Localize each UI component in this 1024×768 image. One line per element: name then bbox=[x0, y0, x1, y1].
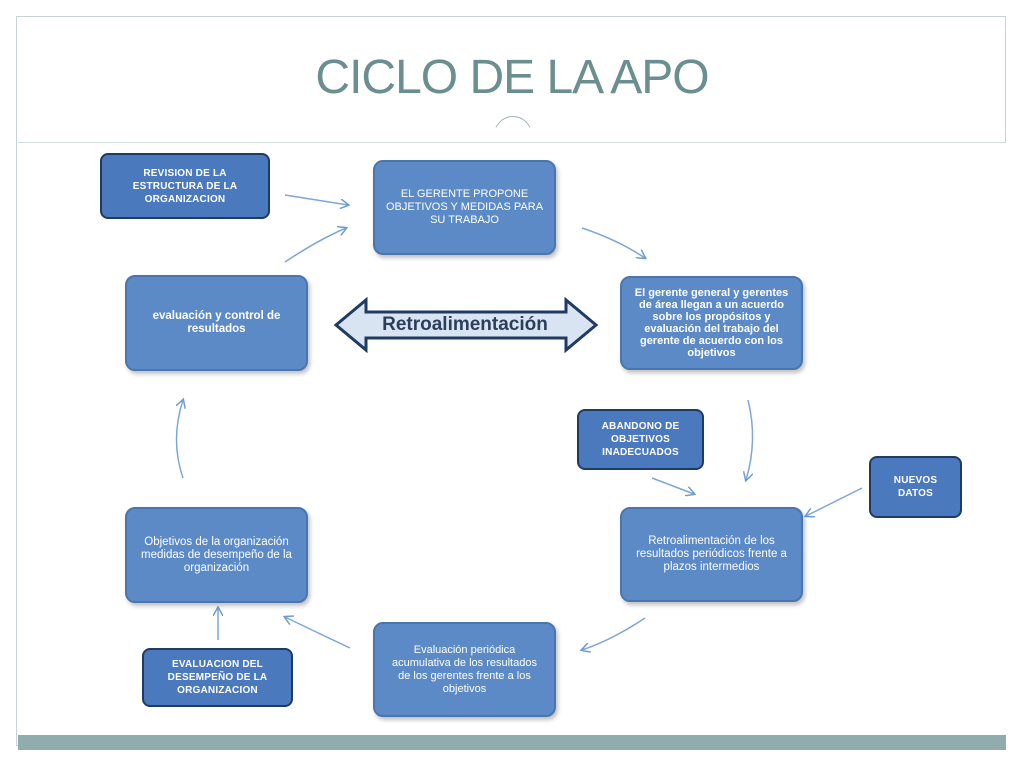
connector-acuerdo-to-retro bbox=[746, 399, 754, 480]
node-evaluacion-periodica: Evaluación periódica acumulativa de los … bbox=[373, 622, 556, 717]
node-nuevos-datos: NUEVOS DATOS bbox=[869, 456, 962, 518]
connector-abandono-to-retro bbox=[651, 477, 694, 494]
node-label: Retroalimentación de los resultados peri… bbox=[636, 535, 787, 573]
feedback-label: Retroalimentación bbox=[382, 314, 548, 335]
node-label: Evaluación periódica acumulativa de los … bbox=[392, 643, 537, 695]
connector-evaluacion-to-propone bbox=[284, 228, 346, 263]
connector-propone-to-acuerdo bbox=[581, 227, 645, 258]
feedback-double-arrow bbox=[333, 296, 599, 354]
node-label: El gerente general y gerentes de área ll… bbox=[634, 287, 789, 359]
node-label: evaluación y control de resultados bbox=[152, 310, 281, 335]
node-label: EL GERENTE PROPONE OBJETIVOS Y MEDIDAS P… bbox=[385, 188, 544, 226]
connector-objetivos-to-evaluacion bbox=[177, 400, 184, 479]
node-evaluacion-control: evaluación y control de resultados bbox=[125, 275, 308, 371]
node-evaluacion-desempeno: EVALUACION DEL DESEMPEÑO DE LA ORGANIZAC… bbox=[142, 648, 293, 707]
node-retroalimentacion-resultados: Retroalimentación de los resultados peri… bbox=[620, 507, 803, 602]
title-divider bbox=[18, 142, 1006, 143]
node-acuerdo-gerentes: El gerente general y gerentes de área ll… bbox=[620, 276, 803, 370]
node-revision-estructura: REVISION DE LA ESTRUCTURA DE LA ORGANIZA… bbox=[100, 153, 270, 219]
bottom-accent-bar bbox=[18, 735, 1006, 750]
node-abandono-objetivos: ABANDONO DE OBJETIVOS INADECUADOS bbox=[577, 409, 704, 470]
node-label: ABANDONO DE OBJETIVOS INADECUADOS bbox=[601, 421, 680, 458]
node-label: NUEVOS DATOS bbox=[893, 475, 938, 499]
connector-nuevos-to-retro bbox=[806, 487, 863, 516]
connector-retro-to-periodica bbox=[582, 617, 646, 650]
slide-title: CICLO DE LA APO bbox=[315, 51, 709, 104]
node-label: REVISION DE LA ESTRUCTURA DE LA ORGANIZA… bbox=[132, 167, 238, 205]
node-label: Objetivos de la organización medidas de … bbox=[141, 535, 292, 574]
connector-periodica-to-objetivos bbox=[285, 617, 351, 649]
node-objetivos-organizacion: Objetivos de la organización medidas de … bbox=[125, 507, 308, 603]
node-label: EVALUACION DEL DESEMPEÑO DE LA ORGANIZAC… bbox=[167, 659, 268, 696]
node-gerente-propone: EL GERENTE PROPONE OBJETIVOS Y MEDIDAS P… bbox=[373, 160, 556, 255]
connector-revision-to-propone bbox=[284, 194, 348, 205]
